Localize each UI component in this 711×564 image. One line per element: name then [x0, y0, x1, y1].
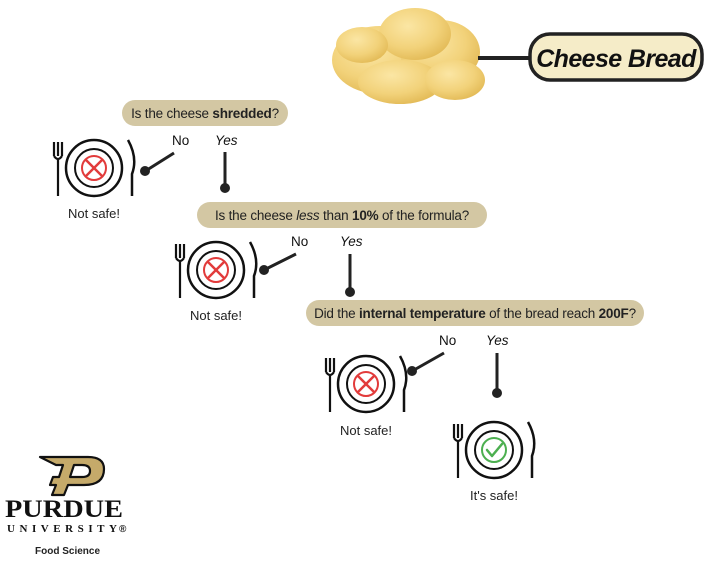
cheese-bread-icon	[332, 8, 485, 104]
logo-university-text: UNIVERSITY	[7, 523, 117, 535]
q1-no-line	[146, 151, 175, 172]
q2-no-line	[265, 252, 297, 271]
title-pill	[528, 32, 704, 82]
plate-unsafe-icon	[324, 354, 408, 414]
result-safe: It's safe!	[470, 488, 518, 503]
question-2-bubble	[197, 202, 487, 228]
q3-yes-label: Yes	[486, 333, 509, 348]
result-unsafe-2: Not safe!	[190, 308, 242, 323]
plate-unsafe-icon	[52, 138, 136, 198]
q2-no-label: No	[291, 234, 308, 249]
logo-department-text: Food Science	[35, 546, 100, 557]
result-unsafe-3: Not safe!	[340, 423, 392, 438]
q3-no-line	[413, 351, 445, 372]
plate-unsafe-icon	[174, 240, 258, 300]
q1-no-label: No	[172, 133, 189, 148]
title-text: Cheese Bread	[536, 45, 697, 73]
q2-yes-label: Yes	[340, 234, 363, 249]
question-2-text: Is the cheese less than 10% of the formu…	[215, 208, 469, 223]
result-unsafe-1: Not safe!	[68, 206, 120, 221]
q1-yes-label: Yes	[215, 133, 238, 148]
logo-trademark: ®	[119, 524, 127, 535]
question-3-bubble	[306, 300, 644, 326]
question-1-text: Is the cheese shredded?	[131, 106, 279, 121]
question-1-bubble	[122, 100, 288, 126]
purdue-p-logo	[38, 455, 106, 497]
plate-safe-icon	[452, 420, 536, 480]
question-3-text: Did the internal temperature of the brea…	[314, 306, 636, 321]
q3-no-label: No	[439, 333, 456, 348]
logo-purdue-text: PURDUE	[5, 496, 123, 523]
